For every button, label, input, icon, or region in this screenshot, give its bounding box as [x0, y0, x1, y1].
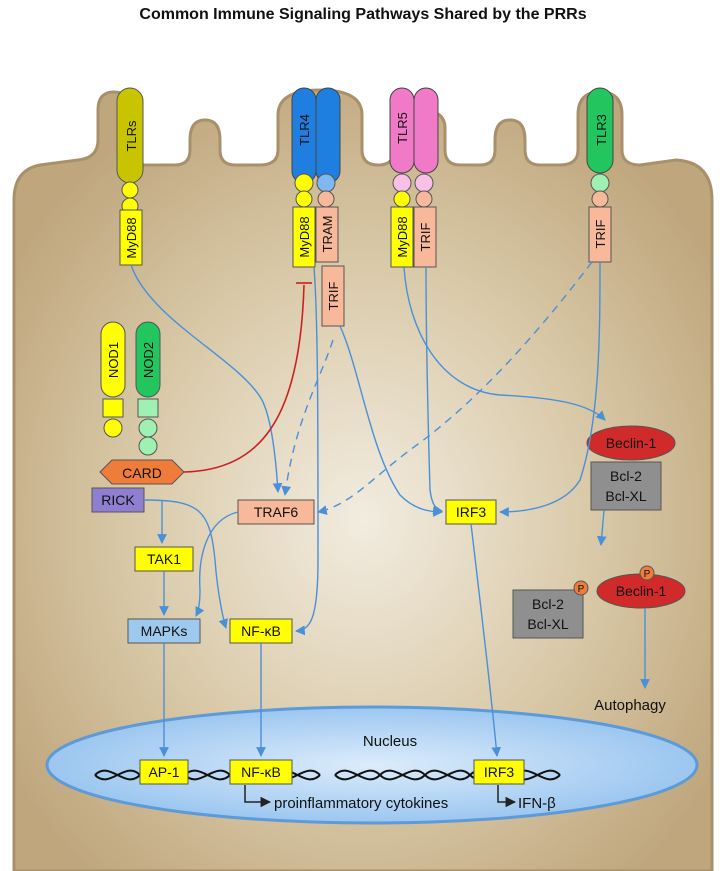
svg-text:CARD: CARD — [122, 465, 162, 481]
bcl2-complex-bound: Bcl-2 Bcl-XL — [590, 461, 662, 511]
transcription-arrow-ifnb — [497, 785, 517, 808]
svg-text:AP-1: AP-1 — [148, 764, 179, 780]
trif-tlr4: TRIF — [321, 265, 345, 327]
bcl2-complex-free: Bcl-2 Bcl-XL P — [512, 580, 589, 639]
svg-text:NF-κB: NF-κB — [241, 623, 281, 639]
svg-text:IRF3: IRF3 — [484, 764, 515, 780]
svg-text:TLRs: TLRs — [124, 120, 139, 152]
svg-text:TLR3: TLR3 — [594, 114, 609, 146]
svg-text:TRAM: TRAM — [320, 216, 335, 253]
svg-text:MAPKs: MAPKs — [141, 623, 188, 639]
irf3-nuclear-node: IRF3 — [473, 759, 525, 785]
rick-node: RICK — [91, 487, 145, 513]
irf3-node: IRF3 — [445, 499, 497, 525]
svg-text:MyD88: MyD88 — [297, 216, 312, 257]
svg-text:P: P — [644, 569, 651, 580]
myd88-tlr4: MyD88 — [292, 206, 316, 268]
svg-text:RICK: RICK — [101, 492, 135, 508]
nod2: NOD2 — [135, 321, 161, 456]
svg-text:Beclin-1: Beclin-1 — [606, 435, 657, 451]
trif-tlr3: TRIF — [588, 206, 612, 263]
nfkb-node: NF-κB — [229, 618, 293, 644]
transcription-arrow-cytokines — [244, 785, 272, 808]
ifnb-label: IFN-β — [518, 795, 556, 812]
tram-tlr4: TRAM — [315, 206, 339, 263]
receptor-tlrs: TLRs — [116, 87, 144, 215]
svg-text:TRAF6: TRAF6 — [254, 504, 299, 520]
myd88-tlrs: MyD88 — [119, 209, 143, 266]
svg-text:TRIF: TRIF — [326, 282, 341, 311]
trif-tlr5: TRIF — [413, 206, 437, 268]
autophagy-label: Autophagy — [594, 697, 666, 714]
svg-text:IRF3: IRF3 — [456, 504, 487, 520]
receptor-tlr3: TLR3 — [586, 87, 614, 208]
cytokines-label: proinflammatory cytokines — [274, 795, 448, 812]
svg-text:MyD88: MyD88 — [124, 217, 139, 258]
svg-text:NOD1: NOD1 — [106, 342, 121, 378]
svg-text:NOD2: NOD2 — [141, 342, 156, 378]
svg-text:Bcl-XL: Bcl-XL — [527, 616, 568, 632]
svg-text:Bcl-2: Bcl-2 — [610, 468, 642, 484]
figure-title: Common Immune Signaling Pathways Shared … — [139, 6, 587, 23]
phospho-badge — [573, 580, 589, 596]
svg-text:MyD88: MyD88 — [395, 216, 410, 257]
nfkb-nuclear-node: NF-κB — [229, 759, 293, 785]
svg-text:TRIF: TRIF — [418, 223, 433, 252]
receptor-tlr4: TLR4 — [291, 87, 341, 208]
svg-text:P: P — [578, 584, 585, 595]
phospho-badge — [639, 565, 655, 581]
svg-text:NF-κB: NF-κB — [241, 764, 281, 780]
svg-text:TRIF: TRIF — [593, 220, 608, 249]
inhibition-line — [183, 282, 312, 473]
card-node: CARD — [99, 459, 185, 485]
svg-text:Bcl-2: Bcl-2 — [532, 596, 564, 612]
svg-text:Bcl-XL: Bcl-XL — [605, 488, 646, 504]
svg-text:TLR5: TLR5 — [395, 112, 410, 144]
signal-arrows — [130, 261, 650, 757]
traf6-node: TRAF6 — [237, 499, 315, 525]
svg-text:TLR4: TLR4 — [297, 114, 312, 146]
nod1: NOD1 — [100, 321, 126, 438]
mapks-node: MAPKs — [127, 618, 201, 644]
myd88-tlr5: MyD88 — [390, 206, 414, 268]
svg-text:Beclin-1: Beclin-1 — [616, 583, 667, 599]
nucleus-label: Nucleus — [363, 733, 417, 750]
tak1-node: TAK1 — [134, 546, 194, 572]
svg-text:TAK1: TAK1 — [147, 551, 181, 567]
nucleus — [45, 705, 699, 825]
beclin1-free-node: Beclin-1 P — [596, 565, 686, 609]
beclin1-node: Beclin-1 — [586, 425, 676, 461]
ap1-nuclear-node: AP-1 — [139, 759, 189, 785]
